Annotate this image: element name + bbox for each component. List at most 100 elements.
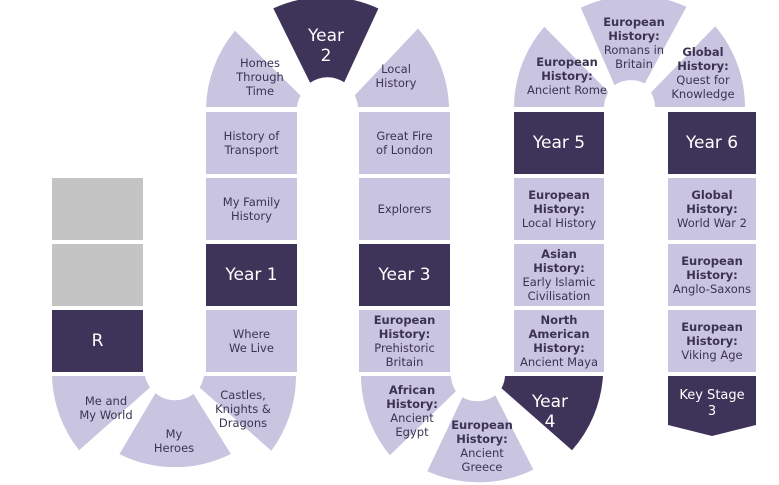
line: Dragons bbox=[218, 416, 268, 430]
blank-box-top bbox=[52, 178, 143, 240]
line: Through bbox=[236, 70, 284, 84]
heading-line: History: bbox=[456, 432, 508, 446]
heading-line: European bbox=[603, 15, 665, 29]
topic-line: Romans in bbox=[603, 43, 665, 57]
viking-age-box: European History: Viking Age bbox=[668, 310, 756, 372]
heading-line: History: bbox=[686, 202, 738, 216]
heading-line: Asian History: bbox=[533, 247, 585, 275]
blank-box-bottom bbox=[52, 244, 143, 306]
topic-line: Viking Age bbox=[681, 348, 743, 362]
heading-line: European bbox=[373, 313, 436, 327]
anglo-saxons-box: European History: Anglo-Saxons bbox=[668, 244, 756, 306]
reception-box: R bbox=[52, 310, 143, 372]
arc-segment-quest-for-knowledge bbox=[651, 26, 745, 108]
topic-line: Greece bbox=[461, 460, 503, 474]
arc-segment-castles bbox=[199, 376, 297, 451]
line: Homes bbox=[240, 56, 280, 70]
ancient-rome-label: European History: Ancient Rome bbox=[527, 55, 607, 97]
year-1-label: Year 1 bbox=[225, 265, 278, 285]
heading-line: African bbox=[388, 383, 436, 397]
line: Local bbox=[381, 62, 411, 76]
heading-line: History: bbox=[677, 59, 729, 73]
year-5-box: Year 5 bbox=[514, 112, 604, 174]
line: Knights & bbox=[215, 402, 271, 416]
heading-line: North bbox=[540, 313, 578, 327]
ancient-greece-label: European History: Ancient Greece bbox=[451, 418, 513, 474]
line: Transport bbox=[224, 143, 279, 157]
heading-line: Global bbox=[682, 45, 724, 59]
arc-segment-ancient-egypt bbox=[361, 376, 456, 456]
heading-line: History: bbox=[608, 29, 660, 43]
ancient-egypt-label: African History: Ancient Egypt bbox=[386, 383, 438, 439]
heading-line: Global bbox=[691, 188, 733, 202]
year-6-label: Year 6 bbox=[685, 133, 739, 153]
line: My Family bbox=[222, 195, 281, 209]
line: Me and bbox=[84, 394, 128, 408]
topic-line: Britain bbox=[615, 57, 653, 71]
prehistoric-britain-box: European History: Prehistoric Britain bbox=[359, 310, 450, 372]
line: 3 bbox=[707, 404, 717, 419]
quest-for-knowledge-label: Global History: Quest for Knowledge bbox=[671, 45, 734, 101]
line: History of bbox=[223, 129, 280, 143]
local-history-box: European History: Local History bbox=[514, 178, 604, 240]
line: History bbox=[375, 76, 417, 90]
topic-line: Civilisation bbox=[527, 289, 591, 303]
line: My World bbox=[79, 408, 133, 422]
heading-line: History: bbox=[533, 341, 585, 355]
line: Key Stage bbox=[679, 388, 745, 403]
year-2-label: Year 2 bbox=[308, 26, 344, 66]
topic-line: Local History bbox=[521, 216, 597, 230]
key-stage-3-chevron bbox=[668, 376, 756, 436]
year-3-box: Year 3 bbox=[359, 244, 450, 306]
year-6-box: Year 6 bbox=[668, 112, 756, 174]
line: 4 bbox=[544, 412, 556, 432]
topic-line: Ancient Rome bbox=[527, 83, 607, 97]
ancient-maya-box: North American History: Ancient Maya bbox=[514, 310, 604, 372]
arc-segment-local-history bbox=[354, 28, 449, 107]
local-history-label: Local History bbox=[376, 62, 417, 90]
castles-label: Castles, Knights & Dragons bbox=[215, 388, 271, 430]
heading-line: History: bbox=[533, 202, 585, 216]
topic-line: Early Islamic bbox=[522, 275, 596, 289]
arc-segment-romans-in-britain bbox=[580, 0, 687, 86]
heading-line: European bbox=[536, 55, 598, 69]
year-4-label: Year 4 bbox=[532, 392, 568, 432]
line: Great Fire bbox=[376, 129, 433, 143]
arc-segment-year-4 bbox=[501, 376, 603, 451]
heading-line: European bbox=[451, 418, 513, 432]
early-islamic-box: Asian History: Early Islamic Civilisatio… bbox=[514, 244, 604, 306]
arc-segment-me-and-my-world bbox=[52, 376, 151, 451]
line: Heroes bbox=[153, 441, 195, 455]
line: Year bbox=[532, 392, 568, 412]
topic-line: Ancient Maya bbox=[519, 355, 599, 369]
explorers-label: Explorers bbox=[377, 202, 432, 216]
heading-line: European bbox=[528, 188, 590, 202]
topic-line: Prehistoric bbox=[374, 341, 435, 355]
year-5-label: Year 5 bbox=[532, 133, 586, 153]
arc-segment-homes-through-time bbox=[206, 30, 301, 107]
explorers-box: Explorers bbox=[359, 178, 450, 240]
world-war-2-box: Global History: World War 2 bbox=[668, 178, 756, 240]
line: Castles, bbox=[220, 388, 266, 402]
arc-segment-ancient-greece bbox=[427, 395, 534, 483]
heading-line: History: bbox=[686, 268, 738, 282]
heading-line: History: bbox=[541, 69, 593, 83]
heading-line: History: bbox=[378, 327, 431, 341]
heading-line: History: bbox=[386, 397, 438, 411]
heading-line: European bbox=[681, 254, 743, 268]
topic-line: Anglo-Saxons bbox=[672, 282, 752, 296]
topic-line: Ancient bbox=[390, 411, 434, 425]
line: of London bbox=[376, 143, 433, 157]
line: History bbox=[231, 209, 272, 223]
topic-line: Knowledge bbox=[671, 87, 735, 101]
me-and-my-world-label: Me and My World bbox=[79, 394, 132, 422]
year-1-box: Year 1 bbox=[206, 244, 297, 306]
topic-line: Quest for bbox=[676, 73, 730, 87]
line: Time bbox=[245, 84, 275, 98]
heading-line: American bbox=[528, 327, 590, 341]
arc-segment-ancient-rome bbox=[514, 26, 609, 108]
